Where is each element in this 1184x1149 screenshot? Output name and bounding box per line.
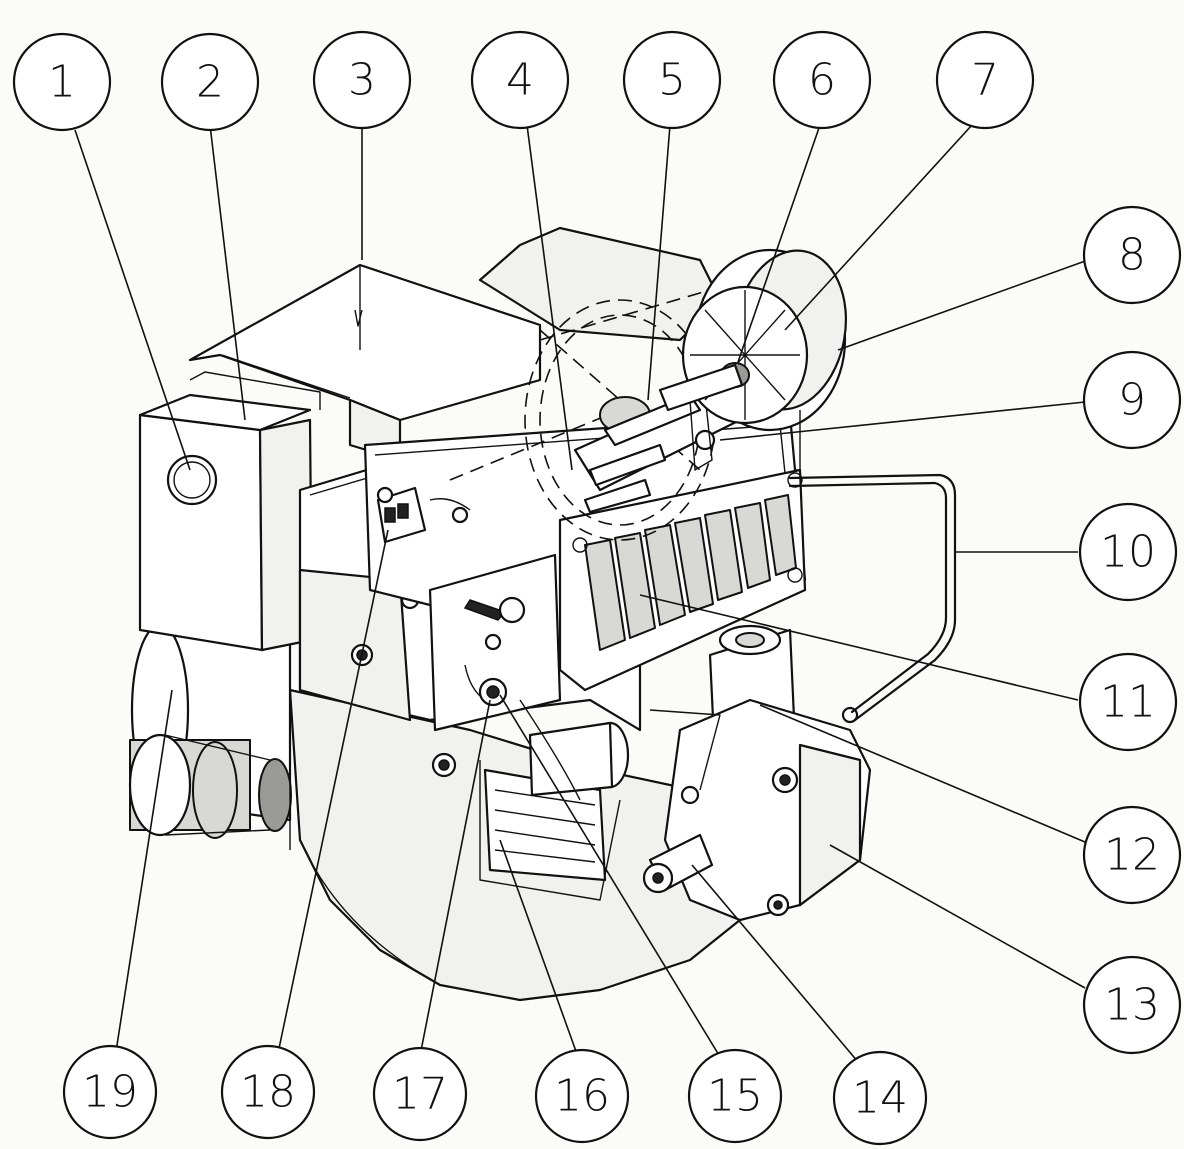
callout-15: 15 [687, 1048, 783, 1144]
leader-13 [829, 844, 1086, 989]
leader-12 [759, 704, 1086, 843]
callout-1: 1 [12, 32, 112, 132]
reset-button [166, 454, 218, 506]
leader-5 [647, 124, 671, 401]
callout-18-label: 18 [240, 1067, 296, 1118]
leader-17 [417, 699, 491, 1067]
callout-2-label: 2 [196, 57, 224, 108]
leader-lines [74, 124, 1089, 1089]
callout-6-label: 6 [808, 55, 836, 106]
callout-6: 6 [772, 30, 872, 130]
callout-7-label: 7 [971, 55, 999, 106]
leader-2 [209, 124, 246, 421]
top-cover [188, 263, 542, 422]
callout-7: 7 [935, 30, 1035, 130]
callout-11-label: 11 [1100, 677, 1156, 728]
leader-7 [784, 124, 973, 331]
callout-15-label: 15 [707, 1071, 763, 1122]
callout-11: 11 [1078, 652, 1178, 752]
callout-18: 18 [220, 1044, 316, 1140]
oil-line [788, 473, 957, 722]
leader-14 [691, 864, 881, 1089]
leader-8 [837, 259, 1089, 351]
leader-6 [737, 124, 821, 363]
burner-body [128, 226, 957, 1002]
callout-14-label: 14 [852, 1073, 908, 1124]
control-box-front [138, 413, 264, 652]
callout-5: 5 [622, 30, 722, 130]
callout-4: 4 [470, 30, 570, 130]
callout-10: 10 [1078, 502, 1178, 602]
callout-2: 2 [160, 32, 260, 132]
callout-13-label: 13 [1104, 980, 1160, 1031]
callout-3-label: 3 [348, 55, 376, 106]
air-damper-louvres [584, 494, 797, 651]
control-box-top [138, 393, 312, 432]
callout-8: 8 [1082, 205, 1182, 305]
callout-1-label: 1 [48, 57, 76, 108]
callout-16: 16 [534, 1048, 630, 1144]
leader-15 [499, 694, 729, 1071]
callout-14: 14 [832, 1050, 928, 1146]
leader-19 [114, 689, 173, 1059]
leader-16 [499, 839, 583, 1069]
callout-9: 9 [1082, 350, 1182, 450]
leader-4 [526, 124, 573, 471]
leader-1 [74, 129, 191, 471]
leader-11 [639, 594, 1079, 701]
callout-13: 13 [1082, 955, 1182, 1055]
callout-10-label: 10 [1100, 527, 1156, 578]
callout-19-label: 19 [82, 1067, 138, 1118]
callout-8-label: 8 [1118, 230, 1146, 281]
callouts: 1 2 3 4 5 6 7 8 9 10 11 12 13 14 15 16 1… [12, 30, 1182, 1146]
callout-9-label: 9 [1118, 375, 1146, 426]
callout-19: 19 [62, 1044, 158, 1140]
callout-17: 17 [372, 1046, 468, 1142]
callout-3: 3 [312, 30, 412, 130]
callout-12: 12 [1082, 805, 1182, 905]
leader-9 [719, 401, 1086, 441]
callout-16-label: 16 [554, 1071, 610, 1122]
callout-5-label: 5 [658, 55, 686, 106]
leader-18 [276, 529, 389, 1059]
callout-17-label: 17 [392, 1069, 448, 1120]
callout-4-label: 4 [506, 55, 534, 106]
callout-12-label: 12 [1104, 830, 1160, 881]
